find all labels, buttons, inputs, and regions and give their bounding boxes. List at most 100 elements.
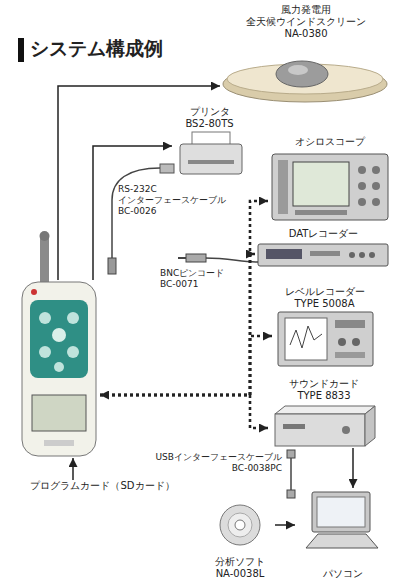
oscilloscope-picture — [372, 182, 380, 190]
level-recorder-picture — [285, 318, 327, 360]
windscreen-picture — [276, 61, 328, 87]
printer-picture — [180, 132, 242, 174]
printer-picture — [188, 160, 234, 164]
oscilloscope-box: オシロスコープ — [268, 136, 392, 222]
sound-card-picture — [342, 426, 350, 434]
rs232c-cable — [160, 164, 174, 173]
oscilloscope-picture — [358, 198, 366, 206]
sound-level-meter-box — [18, 280, 100, 458]
node-text: プリンタ BS2-80TS — [182, 106, 238, 130]
bnc-cord — [178, 257, 186, 259]
level-recorder-box: レベルレコーダー TYPE 5008A — [272, 286, 377, 368]
title-bar — [18, 38, 24, 62]
oscilloscope-picture — [358, 182, 366, 190]
level-recorder-picture — [335, 352, 365, 358]
laptop-picture — [317, 497, 365, 527]
node-text: サウンドカード TYPE 8833 — [283, 378, 365, 402]
windscreen-box: 風力発電用 全天候ウインドスクリーン NA-0380 — [220, 4, 392, 104]
sound-level-meter — [40, 231, 50, 241]
level-recorder-picture — [278, 312, 373, 366]
signal-dotted-arrow — [100, 254, 255, 395]
signal-dotted-arrow — [100, 395, 268, 428]
level-recorder-picture — [335, 320, 365, 328]
dat-recorder-picture — [369, 252, 375, 258]
signal-dotted-arrow — [100, 336, 272, 395]
sound-level-meter — [52, 328, 66, 342]
node-text: レベルレコーダー TYPE 5008A — [279, 286, 371, 310]
node-text: DATレコーダー — [259, 228, 389, 240]
sound-level-meter — [39, 346, 51, 358]
laptop-picture — [306, 492, 378, 548]
connection-arrow — [275, 524, 295, 526]
cd-picture — [220, 505, 260, 545]
node-text: 分析ソフト NA-0038L — [209, 556, 271, 580]
oscilloscope-picture — [372, 198, 380, 206]
connection-arrow — [72, 458, 74, 480]
bnc-cord — [178, 254, 258, 262]
level-recorder-picture — [338, 338, 346, 346]
sound-level-meter — [54, 362, 64, 372]
oscilloscope-picture — [272, 154, 388, 220]
sound-level-meter — [67, 346, 79, 358]
program-card-label: プログラムカード（SDカード） — [28, 480, 177, 494]
node-text: パソコン — [298, 568, 388, 580]
cd-picture — [235, 520, 245, 530]
sound-card-picture — [275, 414, 365, 446]
sound-level-meter — [22, 231, 96, 456]
windscreen-picture — [288, 65, 308, 75]
oscilloscope-picture — [272, 154, 388, 220]
sound-level-meter — [39, 312, 51, 324]
level-recorder-picture — [352, 338, 360, 346]
windscreen-picture — [223, 61, 387, 102]
sound-card-picture — [275, 406, 375, 446]
pc-box: パソコン — [295, 488, 390, 580]
oscilloscope-picture — [372, 166, 380, 174]
laptop-picture — [306, 534, 378, 548]
dat-recorder-box: DATレコーダー — [255, 228, 392, 268]
level-recorder-picture — [290, 326, 322, 348]
title-bar — [18, 38, 24, 62]
sound-level-meter — [67, 312, 79, 324]
sound-level-meter — [40, 236, 49, 282]
dat-recorder-picture — [258, 244, 388, 266]
sound-card-picture — [365, 406, 375, 446]
oscilloscope-picture — [295, 210, 347, 215]
cable-label: BNCピンコード BC-0071 — [160, 268, 242, 290]
sound-level-meter — [44, 440, 74, 446]
sound-card-picture — [275, 406, 375, 414]
cd-picture — [220, 505, 260, 545]
sound-level-meter — [22, 282, 96, 456]
oscilloscope-picture — [293, 162, 349, 206]
sound-level-meter — [32, 395, 86, 431]
usb-cable — [287, 450, 295, 498]
dat-recorder-picture — [310, 251, 340, 256]
rs232c-cable — [108, 258, 116, 274]
sound-level-meter — [31, 289, 37, 295]
usb-cable — [290, 458, 292, 490]
oscilloscope-picture — [278, 160, 288, 214]
node-text: 風力発電用 全天候ウインドスクリーン NA-0380 — [244, 4, 369, 40]
node-text: オシロスコープ — [275, 136, 385, 148]
connection-arrow — [352, 448, 354, 488]
dat-recorder-picture — [349, 252, 355, 258]
analysis-software-box: 分析ソフト NA-0038L — [205, 502, 275, 580]
rs232c-cable — [108, 164, 174, 274]
laptop-picture — [312, 492, 370, 532]
sound-level-meter — [30, 300, 88, 378]
printer-box: プリンタ BS2-80TS — [172, 106, 247, 181]
cable-label: RS-232C インターフェースケーブル BC-0026 — [118, 184, 232, 216]
cable-label: USBインターフェースケーブル BC-0038PC — [148, 452, 282, 474]
oscilloscope-picture — [358, 166, 366, 174]
dat-recorder-picture — [266, 249, 302, 259]
node-text: プログラムカード（SDカード） — [30, 480, 174, 492]
sound-card-picture — [283, 424, 305, 429]
usb-cable — [287, 490, 295, 498]
signal-dotted-arrow — [100, 201, 268, 395]
sound-card-box: サウンドカード TYPE 8833 — [268, 378, 380, 448]
usb-cable — [287, 450, 295, 458]
dat-recorder-picture — [258, 244, 388, 266]
title: システム構成例 — [30, 36, 163, 62]
bnc-cord — [186, 254, 206, 262]
